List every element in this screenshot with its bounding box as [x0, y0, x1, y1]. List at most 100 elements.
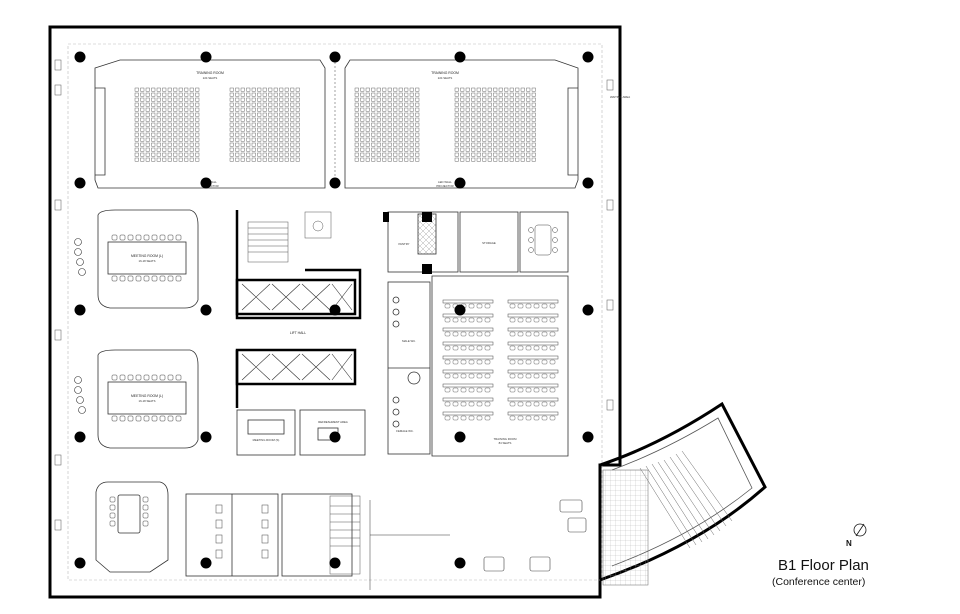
seat — [465, 87, 470, 92]
seat — [354, 152, 359, 157]
seat — [284, 102, 289, 107]
seat — [167, 112, 172, 117]
seat — [167, 152, 172, 157]
seat — [487, 132, 492, 137]
seat — [493, 117, 498, 122]
chair — [533, 373, 540, 379]
seat — [229, 152, 234, 157]
chair — [533, 303, 540, 309]
seat — [531, 87, 536, 92]
seat — [498, 117, 503, 122]
seat — [404, 137, 409, 142]
seat — [371, 92, 376, 97]
seat — [229, 142, 234, 147]
chair — [119, 415, 126, 422]
seat — [504, 117, 509, 122]
chair — [476, 373, 483, 379]
seat — [409, 127, 414, 132]
seat — [493, 87, 498, 92]
seat — [454, 87, 459, 92]
seat — [471, 92, 476, 97]
seat — [460, 117, 465, 122]
seat — [173, 137, 178, 142]
seat — [360, 142, 365, 147]
seat — [189, 157, 194, 162]
desk — [442, 299, 494, 304]
chair — [533, 345, 540, 351]
seat — [279, 102, 284, 107]
chair — [452, 401, 459, 407]
seat — [229, 92, 234, 97]
seat — [162, 152, 167, 157]
seat — [409, 147, 414, 152]
seat — [471, 87, 476, 92]
seat — [290, 137, 295, 142]
seat — [156, 107, 161, 112]
side-fixtures — [54, 59, 614, 531]
seat — [162, 157, 167, 162]
seat — [290, 102, 295, 107]
seat — [387, 102, 392, 107]
seat — [376, 107, 381, 112]
seat — [415, 157, 420, 162]
seat — [371, 132, 376, 137]
chair — [468, 345, 475, 351]
seat — [398, 92, 403, 97]
seat — [162, 112, 167, 117]
chair — [517, 387, 524, 393]
seat — [354, 127, 359, 132]
seat — [504, 102, 509, 107]
training-room-seats-left: 224 SEATS — [203, 76, 218, 80]
seat — [498, 152, 503, 157]
seat — [398, 102, 403, 107]
seat — [382, 117, 387, 122]
seat — [393, 127, 398, 132]
seat — [498, 102, 503, 107]
chair — [444, 303, 451, 309]
chair — [541, 373, 548, 379]
chair — [444, 387, 451, 393]
seat — [531, 122, 536, 127]
chair — [509, 317, 516, 323]
seat — [376, 157, 381, 162]
seat — [134, 92, 139, 97]
seat — [482, 157, 487, 162]
chair — [460, 373, 467, 379]
chair — [175, 415, 182, 422]
seat — [140, 157, 145, 162]
seat — [295, 142, 300, 147]
seat — [365, 112, 370, 117]
seat — [498, 122, 503, 127]
seat — [454, 92, 459, 97]
chair — [175, 275, 182, 282]
seat — [229, 107, 234, 112]
seat — [134, 87, 139, 92]
waiting-area-label: WAITING AREA — [610, 95, 630, 99]
desk — [507, 299, 559, 304]
seat — [393, 132, 398, 137]
seat — [184, 107, 189, 112]
seat — [531, 112, 536, 117]
column-dot — [74, 431, 86, 443]
seat — [365, 87, 370, 92]
seat — [262, 157, 267, 162]
seat — [409, 102, 414, 107]
seat — [454, 97, 459, 102]
chair — [517, 303, 524, 309]
seat — [498, 92, 503, 97]
training-room-label-right: TRAINING ROOM — [431, 71, 459, 75]
seat — [257, 152, 262, 157]
seat — [184, 152, 189, 157]
seat — [487, 127, 492, 132]
service-block — [387, 211, 569, 273]
seat — [145, 117, 150, 122]
seat — [404, 87, 409, 92]
seat — [290, 107, 295, 112]
seat — [504, 142, 509, 147]
seat — [140, 137, 145, 142]
chair — [460, 345, 467, 351]
seat — [415, 102, 420, 107]
seat — [178, 97, 183, 102]
chair — [135, 374, 142, 381]
chair — [452, 415, 459, 421]
